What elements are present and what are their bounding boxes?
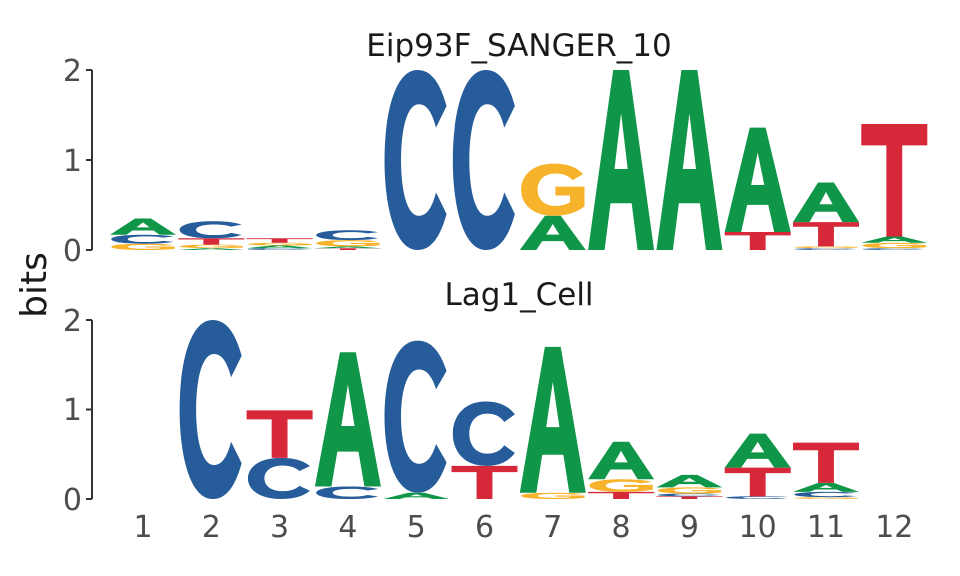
letter-g-pos11: [794, 246, 858, 249]
letter-a-pos8: [588, 70, 655, 250]
y-tick-label: 1: [63, 393, 82, 428]
x-tick-label: 12: [875, 510, 913, 545]
letter-g-pos11: [794, 497, 858, 499]
x-tick-label: 11: [807, 510, 845, 545]
letter-c-pos10: [726, 496, 789, 499]
letter-a-pos2: [178, 248, 245, 250]
letter-a-pos10: [724, 433, 791, 468]
y-tick-label: 0: [63, 483, 82, 518]
x-tick-label: 6: [475, 510, 494, 545]
letter-c-pos5: [384, 70, 447, 250]
letter-a-pos10: [724, 127, 791, 232]
x-tick-label: 9: [680, 510, 699, 545]
letter-g-pos3: [247, 242, 312, 246]
letter-g-pos12: [862, 242, 926, 249]
panel-top: Eip93F_SANGER_10 2 1 0: [63, 28, 928, 269]
x-tick-label: 7: [543, 510, 562, 545]
letter-t-pos11: [793, 222, 859, 247]
letter-a-pos4: [314, 246, 381, 249]
y-tick-label: 2: [63, 54, 82, 89]
y-axis-title: bits: [14, 252, 55, 318]
letter-t-pos3: [246, 238, 313, 243]
letter-a-pos4: [314, 352, 381, 487]
panel-title: Lag1_Cell: [444, 277, 593, 313]
letter-t-pos9: [656, 496, 723, 499]
logo-letters: [179, 320, 859, 500]
y-tick-marks: [86, 319, 92, 500]
x-tick-label: 3: [270, 510, 289, 545]
panel-title: Eip93F_SANGER_10: [366, 28, 671, 64]
y-tick-label: 1: [63, 144, 82, 179]
letter-c-pos11: [794, 248, 857, 250]
x-tick-label: 5: [407, 510, 426, 545]
letter-a-pos1: [110, 218, 176, 235]
letter-a-pos5: [383, 492, 450, 500]
y-tick-label: 2: [63, 304, 82, 339]
x-tick-label: 4: [338, 510, 357, 545]
letter-g-pos1: [111, 243, 175, 250]
letter-t-pos10: [724, 467, 791, 497]
letter-c-pos9: [657, 493, 720, 497]
letter-a-pos11: [793, 182, 859, 223]
letter-t-pos4: [314, 248, 381, 250]
letter-g-pos4: [316, 240, 380, 247]
letter-t-pos3: [246, 410, 313, 458]
letter-a-pos7: [519, 215, 586, 250]
letter-c-pos3: [247, 248, 310, 250]
letter-c-pos12: [862, 248, 925, 250]
letter-c-pos4: [316, 486, 379, 499]
letter-t-pos8: [588, 491, 655, 499]
x-tick-label: 8: [612, 510, 631, 545]
letter-t-pos2: [178, 238, 245, 245]
letter-c-pos6: [452, 70, 515, 250]
letter-c-pos6: [452, 401, 515, 466]
logo-letters: [110, 70, 928, 250]
letter-t-pos10: [724, 232, 791, 250]
letter-g-pos7: [521, 163, 585, 216]
y-tick-label: 0: [63, 234, 82, 269]
letter-c-pos3: [247, 457, 310, 499]
letter-a-pos12: [861, 236, 928, 243]
letter-a-pos8: [588, 441, 655, 480]
letter-c-pos2: [179, 320, 242, 499]
letter-g-pos2: [179, 244, 243, 249]
letter-c-pos4: [316, 230, 379, 241]
letter-a-pos9: [656, 70, 723, 250]
letter-a-pos9: [656, 474, 723, 488]
x-tick-label: 1: [133, 510, 152, 545]
letter-g-pos8: [589, 479, 653, 492]
letter-a-pos3: [246, 245, 313, 249]
x-tick-label: 2: [202, 510, 221, 545]
y-tick-marks: [86, 69, 92, 251]
letter-c-pos5: [384, 340, 447, 493]
letter-g-pos7: [521, 492, 585, 500]
letter-t-pos12: [861, 124, 928, 237]
letter-a-pos11: [793, 482, 859, 492]
letter-c-pos2: [179, 221, 242, 239]
x-tick-label: 10: [739, 510, 777, 545]
letter-c-pos1: [111, 234, 174, 244]
letter-a-pos7: [519, 346, 586, 493]
letter-t-pos6: [451, 465, 518, 499]
letter-t-pos11: [793, 442, 859, 483]
letter-c-pos11: [794, 491, 857, 498]
letter-g-pos9: [657, 487, 722, 494]
